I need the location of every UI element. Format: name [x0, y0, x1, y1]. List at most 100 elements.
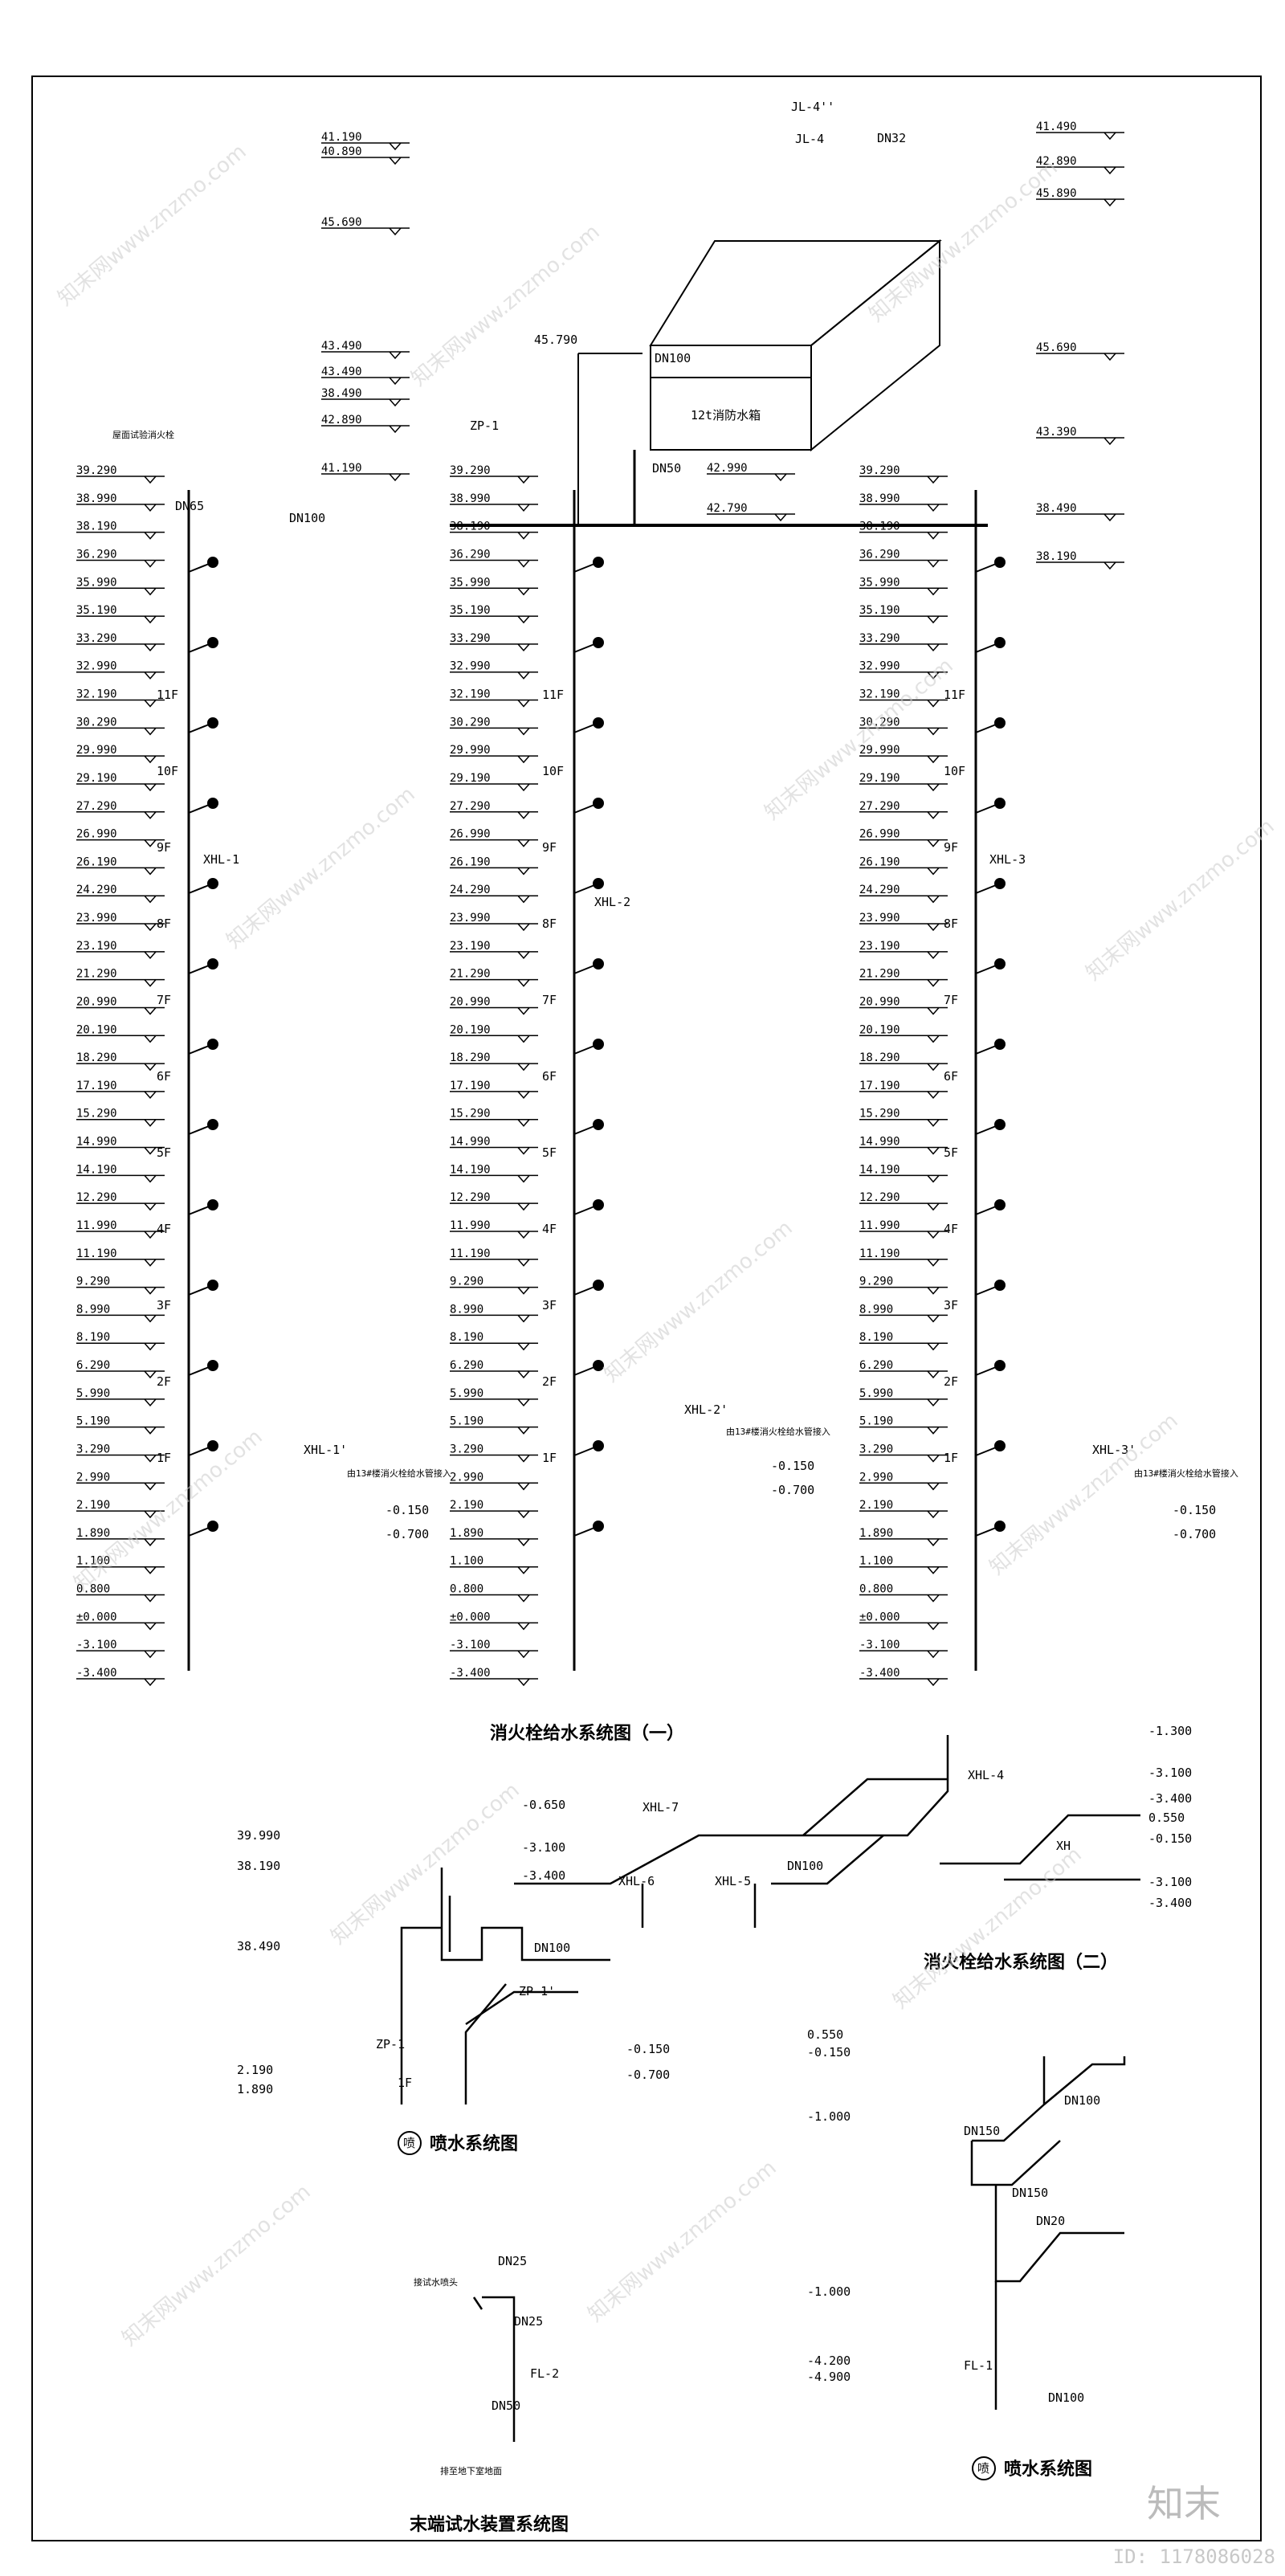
h2-left-level-1: -0.650 [522, 1798, 565, 1812]
riser3-hydrant-branch-8 [975, 1204, 1001, 1215]
riser1-level-1: 38.990 [76, 492, 117, 505]
riser3-level-14: 26.190 [859, 855, 900, 868]
riser1-level-5-tick-icon [144, 615, 157, 624]
riser2-floor-4: 7F [542, 993, 557, 1007]
tank-right-level-1: 42.890 [1036, 155, 1077, 168]
riser2-level-20: 20.190 [450, 1023, 491, 1036]
tank-left-level-2: 45.690 [321, 216, 362, 229]
riser2-floor-2: 9F [542, 840, 557, 855]
riser1-inlet-note: 由13#楼消火栓给水管接入 [347, 1468, 451, 1479]
test-device [472, 2296, 516, 2442]
riser3-level-11-tick-icon [927, 783, 940, 792]
spray1-symbol-char: 喷 [403, 2136, 415, 2150]
tank-right-level-2: 45.890 [1036, 187, 1077, 200]
riser3-level-38: 1.890 [859, 1527, 893, 1540]
riser3-level-36-tick-icon [927, 1482, 940, 1491]
riser2-level-24-tick-icon [517, 1147, 530, 1155]
tank-right-levels: 41.49042.89045.89045.69043.39042.99042.7… [707, 120, 1124, 570]
spray-system-2 [970, 2056, 1126, 2410]
riser3-level-28-tick-icon [927, 1259, 940, 1267]
riser2-level-30: 8.990 [450, 1303, 483, 1316]
riser2-level-17-tick-icon [517, 951, 530, 959]
spray2-symbol-char: 喷 [977, 2461, 989, 2476]
riser2-level-15: 24.290 [450, 884, 491, 896]
riser2-level-38: 1.890 [450, 1527, 483, 1540]
riser2-level-42: -3.100 [450, 1639, 491, 1651]
riser2-level-5: 35.190 [450, 604, 491, 617]
tank-right-level-2-tick-icon [1103, 198, 1116, 207]
riser2-level-13-tick-icon [517, 839, 530, 847]
riser1-level-15-tick-icon [144, 895, 157, 904]
riser1-hydrant-branch-4 [188, 883, 214, 894]
riser3-level-9: 30.290 [859, 716, 900, 729]
riser2-level-29: 9.290 [450, 1276, 483, 1288]
riser2-hydrant-branch-5 [573, 963, 599, 974]
s2-level-5: -4.200 [807, 2354, 851, 2368]
riser3-hydrant-branch-12 [975, 1525, 1001, 1537]
riser2-level-28: 11.190 [450, 1247, 491, 1260]
riser1-level-10: 29.990 [76, 744, 117, 757]
riser2-level-9-tick-icon [517, 727, 530, 736]
tank-left-level-6-tick-icon [389, 425, 402, 434]
tank-right-level-4-tick-icon [1103, 437, 1116, 446]
riser-xhl2p-label: XHL-2' [684, 1402, 728, 1417]
tank-right-level-0: 41.490 [1036, 120, 1077, 133]
s2-level-3: -1.000 [807, 2109, 851, 2124]
tank-pipe-dn: DN32 [877, 131, 906, 145]
tank-left-level-4-tick-icon [389, 377, 402, 386]
tank-inlet-label: JL-4 [795, 132, 824, 146]
tank-right-level-4: 43.390 [1036, 426, 1077, 439]
riser2-level-0: 39.290 [450, 464, 491, 477]
tank-right-level-7-tick-icon [1103, 513, 1116, 522]
riser1-level-8: 32.190 [76, 688, 117, 701]
riser3-level-32: 6.290 [859, 1359, 893, 1372]
riser1-hydrant-branch-2 [188, 722, 214, 733]
riser3-level-37: 2.190 [859, 1499, 893, 1512]
riser3-hydrant-branch-5 [975, 963, 1001, 974]
riser2-level-2: 38.190 [450, 521, 491, 533]
riser1-level-39: 1.100 [76, 1555, 110, 1568]
s1-level-3: 38.490 [237, 1939, 280, 1953]
riser2-hydrant-branch-3 [573, 802, 599, 814]
riser1-level-33-tick-icon [144, 1398, 157, 1406]
tank-dn100: DN100 [655, 351, 691, 365]
riser3-level-4-tick-icon [927, 587, 940, 596]
riser1-level-0-tick-icon [144, 476, 157, 484]
riser1-level-36-tick-icon [144, 1482, 157, 1491]
riser1-hydrant-branch-1 [188, 642, 214, 653]
riser3-floor-9: 2F [944, 1374, 958, 1389]
riser3-level-26-tick-icon [927, 1202, 940, 1211]
riser2-level-40: 0.800 [450, 1583, 483, 1596]
riser-xhl2-label: XHL-2 [594, 895, 630, 909]
riser1-level-32: 6.290 [76, 1359, 110, 1372]
riser3-level-1: 38.990 [859, 492, 900, 505]
riser2-bottom-level-b: -0.700 [771, 1483, 814, 1497]
roof-hydrant-note: 屋面试验消火栓 [112, 429, 174, 440]
s1-zp-prime: ZP-1' [519, 1984, 555, 1998]
riser3-level-3-tick-icon [927, 559, 940, 568]
riser1-level-7: 32.990 [76, 660, 117, 673]
riser2-level-14-tick-icon [517, 867, 530, 876]
riser3-level-14-tick-icon [927, 867, 940, 876]
riser3-floor-4: 7F [944, 993, 958, 1007]
test-fl: FL-2 [530, 2366, 559, 2381]
test-drain-note: 排至地下室地面 [440, 2465, 502, 2476]
riser3-level-16-tick-icon [927, 923, 940, 932]
h2-right-level-2: -3.100 [1148, 1766, 1192, 1780]
riser3-level-0: 39.290 [859, 464, 900, 477]
riser3-level-21: 18.290 [859, 1051, 900, 1064]
riser1-level-31-tick-icon [144, 1342, 157, 1351]
riser3-level-23-tick-icon [927, 1119, 940, 1127]
riser2-level-1: 38.990 [450, 492, 491, 505]
tank-left-levels: 41.19040.89045.69043.49043.49038.49042.8… [321, 131, 410, 482]
riser2-hydrant-branch-12 [573, 1525, 599, 1537]
riser1-level-26-tick-icon [144, 1202, 157, 1211]
riser3-level-35: 3.290 [859, 1443, 893, 1455]
riser3-floor-8: 3F [944, 1298, 958, 1312]
riser3-level-20: 20.190 [859, 1023, 900, 1036]
riser3-level-6-tick-icon [927, 643, 940, 652]
riser3-level-7-tick-icon [927, 672, 940, 680]
s2-dn20: DN20 [1036, 2214, 1065, 2228]
riser2-level-17: 23.190 [450, 940, 491, 953]
tank-left-level-0: 41.190 [321, 131, 362, 144]
